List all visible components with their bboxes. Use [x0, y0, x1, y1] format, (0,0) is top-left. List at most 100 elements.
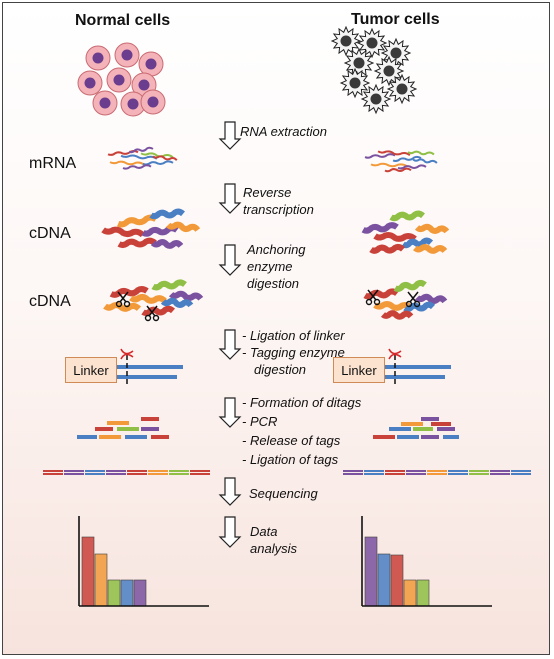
down-arrow — [218, 397, 242, 428]
mrna-label: mRNA — [29, 155, 77, 172]
cell-nucleus — [147, 96, 159, 108]
strand — [380, 310, 414, 320]
strand — [412, 158, 438, 164]
strand — [377, 150, 411, 157]
step-enzyme: enzyme — [247, 259, 293, 274]
strand — [403, 301, 436, 313]
ditag — [107, 421, 129, 425]
strand — [120, 154, 158, 160]
strand — [101, 226, 145, 238]
cell-nucleus — [92, 52, 104, 64]
ditag — [421, 417, 439, 421]
cell-nucleus — [84, 77, 96, 89]
strand — [392, 155, 422, 163]
step-reverse: Reverse — [243, 185, 292, 200]
concatemer-segment — [469, 473, 489, 475]
strand — [165, 221, 201, 233]
step-pcr: - PCR — [242, 414, 278, 429]
down-arrow — [218, 121, 242, 150]
cell-nucleus — [121, 49, 133, 61]
cdna-label-1: cDNA — [29, 225, 71, 242]
ditag — [437, 427, 455, 431]
tumor-nucleus — [340, 35, 352, 47]
tumor-cells-title: Tumor cells — [351, 11, 440, 28]
ditag — [151, 435, 169, 439]
concatemer-segment — [490, 473, 510, 475]
strand — [103, 302, 142, 312]
concatemer-segment — [106, 473, 126, 475]
strand — [370, 162, 408, 168]
strand — [109, 286, 149, 298]
cell-nucleus — [127, 98, 139, 110]
tumor-nucleus — [349, 77, 361, 89]
ditag — [431, 422, 451, 426]
linker-box-normal: Linker — [65, 357, 117, 383]
concatemer-segment — [406, 470, 426, 472]
bar — [403, 579, 417, 607]
strand — [389, 210, 425, 222]
ditag — [421, 435, 439, 439]
step-release-of-tags: - Release of tags — [242, 433, 341, 448]
strand — [141, 305, 176, 317]
concatemer-segment — [448, 473, 468, 475]
linker-box-tumor: Linker — [333, 357, 385, 383]
strand — [361, 222, 399, 234]
concatemer-segment — [385, 473, 405, 475]
strand — [150, 239, 184, 249]
concatemer-segment — [43, 473, 63, 475]
ditag — [141, 417, 159, 421]
strand — [116, 214, 158, 228]
tumor-nucleus — [370, 93, 382, 105]
strand — [384, 167, 412, 173]
strand — [129, 293, 168, 304]
strand — [151, 279, 187, 291]
strand — [122, 164, 152, 170]
dna-strands — [43, 146, 531, 475]
ditag — [443, 435, 459, 439]
ditag — [95, 427, 113, 431]
ditag — [99, 435, 121, 439]
step-analysis: analysis — [250, 541, 297, 556]
tumor-nucleus — [390, 47, 402, 59]
normal-cells-title: Normal cells — [75, 12, 171, 29]
concatemer-segment — [148, 470, 168, 472]
strand — [160, 297, 194, 308]
step-rna-extraction: RNA extraction — [240, 124, 327, 139]
scissors-icon — [120, 348, 134, 360]
ditag — [373, 435, 395, 439]
concatemer-segment — [127, 473, 147, 475]
concatemer-segment — [85, 473, 105, 475]
scissors-icon — [405, 291, 421, 308]
down-arrow — [218, 244, 242, 276]
concatemer-segment — [43, 470, 63, 472]
concatemer-segment — [64, 470, 84, 472]
strand — [117, 237, 157, 249]
bar — [120, 579, 134, 607]
normal-cells-illustration — [77, 42, 166, 117]
ditag — [117, 427, 139, 431]
bar — [377, 553, 391, 607]
bar — [364, 536, 378, 607]
step-digestion: digestion — [247, 276, 300, 291]
concatemer-segment — [490, 470, 510, 472]
concatemer-segment — [385, 470, 405, 472]
concatemer-segment — [427, 470, 447, 472]
strand — [401, 237, 434, 249]
tumor-nucleus — [383, 65, 395, 77]
concatemer-segment — [64, 473, 84, 475]
concatemer-segment — [106, 470, 126, 472]
scissors-icon — [144, 305, 160, 322]
strand — [168, 290, 204, 301]
process-arrows — [218, 121, 242, 548]
bar — [390, 554, 404, 607]
cell-nucleus — [113, 74, 125, 86]
strand — [413, 244, 448, 254]
tumor-nucleus — [396, 83, 408, 95]
concatemer-segment — [469, 470, 489, 472]
concatemer-segment — [190, 473, 210, 475]
concatemer-segment — [169, 470, 189, 472]
ditag — [77, 435, 97, 439]
step-tagging-digestion: digestion — [254, 362, 307, 377]
ditag — [401, 422, 423, 426]
ditag — [389, 427, 411, 431]
